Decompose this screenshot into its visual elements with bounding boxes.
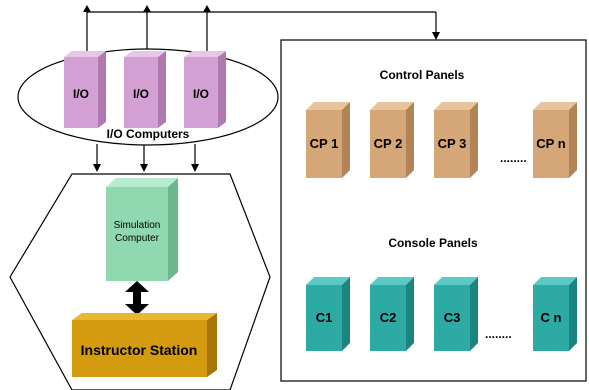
control-panel-box-4-label: CP n bbox=[536, 136, 565, 151]
control-panel-box-2: CP 2 bbox=[370, 102, 414, 178]
io-box-2: I/O bbox=[124, 51, 166, 128]
io-box-1-label: I/O bbox=[73, 87, 89, 101]
io-box-3-label: I/O bbox=[193, 87, 209, 101]
instructor-station-box: Instructor Station bbox=[72, 313, 217, 377]
control-panels-ellipsis: ........ bbox=[500, 151, 527, 165]
control-panel-box-4: CP n bbox=[533, 102, 577, 178]
console-panel-box-2: C2 bbox=[370, 277, 414, 351]
control-panels-heading: Control Panels bbox=[380, 68, 465, 82]
io-box-3: I/O bbox=[184, 51, 226, 128]
console-panel-box-1-label: C1 bbox=[316, 310, 333, 325]
control-panel-box-3: CP 3 bbox=[434, 102, 478, 178]
control-panel-box-3-label: CP 3 bbox=[438, 136, 467, 151]
control-panel-box-2-label: CP 2 bbox=[374, 136, 403, 151]
simulation-computer-label-2: Computer bbox=[115, 233, 160, 244]
console-panels-heading: Console Panels bbox=[388, 236, 478, 250]
bus-arrow-up-1 bbox=[83, 5, 91, 12]
bus-arrow-up-2 bbox=[143, 5, 151, 12]
io-computers-caption: I/O Computers bbox=[107, 127, 190, 141]
io-box-2-label: I/O bbox=[133, 87, 149, 101]
sim-instructor-double-arrow bbox=[125, 281, 149, 315]
instructor-station-label: Instructor Station bbox=[81, 342, 198, 358]
console-panel-box-4-label: C n bbox=[541, 310, 562, 325]
io-box-1: I/O bbox=[64, 51, 106, 128]
console-panels-ellipsis: ........ bbox=[485, 327, 512, 341]
console-panel-box-4: C n bbox=[533, 277, 577, 351]
io-to-sim-arrows bbox=[93, 144, 199, 172]
simulation-computer-box: Simulation Computer bbox=[106, 178, 178, 281]
console-panel-box-3: C3 bbox=[434, 277, 478, 351]
control-panel-box-1: CP 1 bbox=[306, 102, 350, 178]
simulation-computer-label-1: Simulation bbox=[114, 220, 161, 231]
bus-arrow-up-3 bbox=[203, 5, 211, 12]
console-panel-box-3-label: C3 bbox=[444, 310, 461, 325]
console-panel-box-1: C1 bbox=[306, 277, 350, 351]
console-panel-box-2-label: C2 bbox=[380, 310, 397, 325]
control-panel-box-1-label: CP 1 bbox=[310, 136, 339, 151]
